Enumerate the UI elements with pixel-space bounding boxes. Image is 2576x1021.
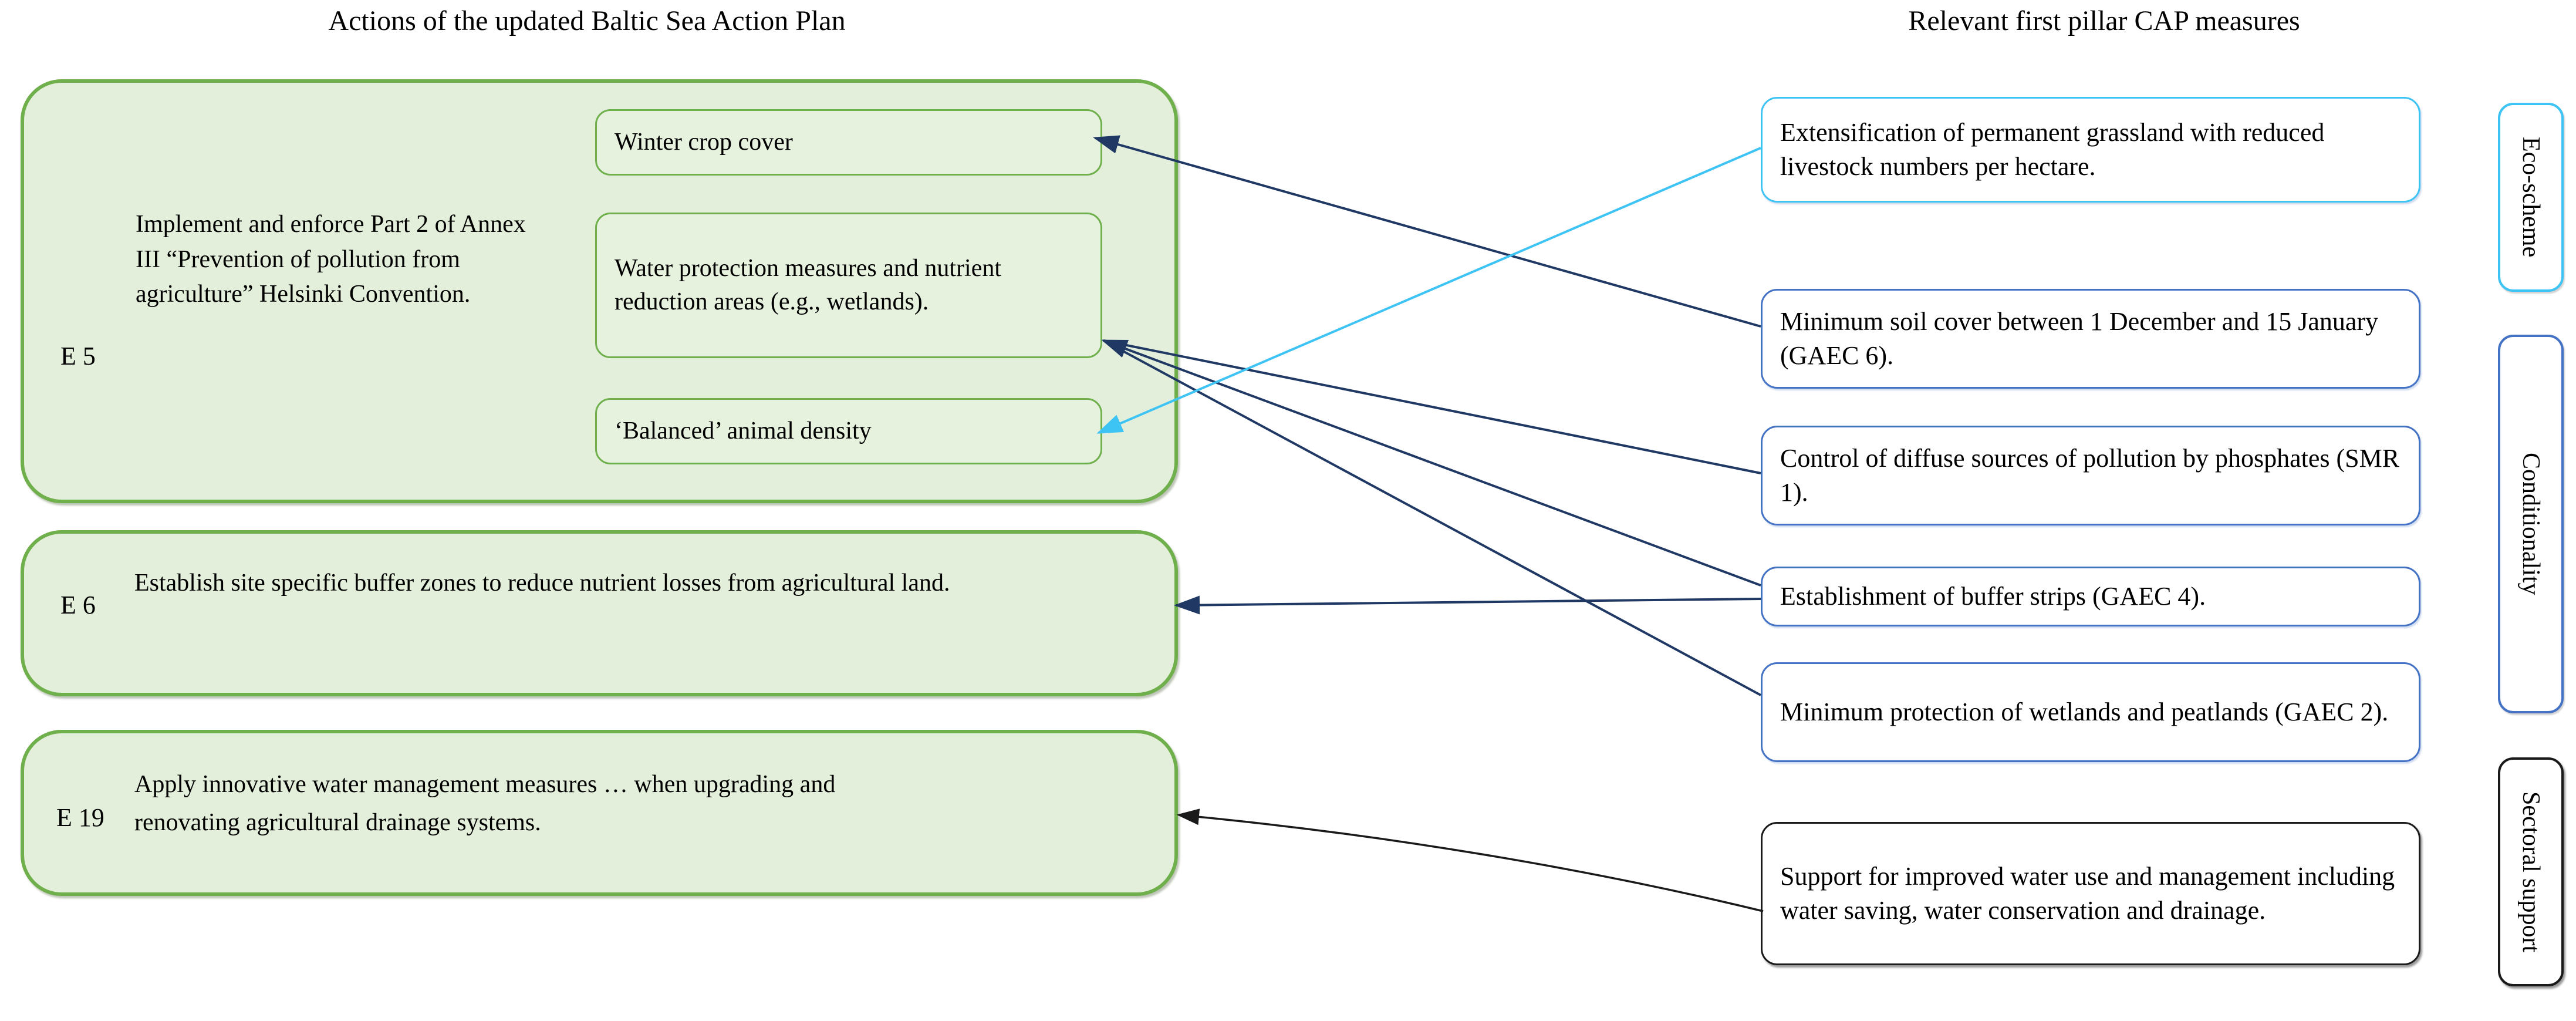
measure-minimum-soil-cover: Minimum soil cover between 1 December an… — [1761, 289, 2420, 389]
measure-control-phosphates-label: Control of diffuse sources of pollution … — [1780, 443, 2400, 507]
action-text-e6: Establish site specific buffer zones to … — [134, 570, 950, 597]
action-id-e19: E 19 — [56, 803, 104, 832]
action-text-e5: Implement and enforce Part 2 of Annex II… — [136, 211, 526, 308]
action-group-e6: E 6 Establish site specific buffer zones… — [21, 530, 1178, 696]
measure-water-use-support-label: Support for improved water use and manag… — [1780, 861, 2395, 925]
right-column-title: Relevant first pillar CAP measures — [1908, 5, 2300, 36]
measure-water-use-support: Support for improved water use and manag… — [1761, 822, 2420, 965]
measure-minimum-soil-cover-label: Minimum soil cover between 1 December an… — [1780, 306, 2379, 370]
arrow-phosphates-to-waterprotection — [1103, 339, 1761, 474]
measure-buffer-strips-label: Establishment of buffer strips (GAEC 4). — [1780, 581, 2206, 611]
category-eco-scheme-label: Eco-scheme — [2517, 137, 2544, 258]
sub-box-winter-crop-cover: Winter crop cover — [595, 109, 1102, 176]
sub-box-water-protection: Water protection measures and nutrient r… — [595, 213, 1102, 358]
category-eco-scheme: Eco-scheme — [2498, 103, 2564, 292]
arrow-wetlands-to-waterprotection — [1103, 339, 1761, 696]
sub-box-balanced-animal-density-label: ‘Balanced’ animal density — [615, 417, 872, 445]
measure-wetlands-peatlands: Minimum protection of wetlands and peatl… — [1761, 662, 2420, 762]
arrow-watersupport-to-e19 — [1176, 808, 1764, 912]
sub-box-winter-crop-cover-label: Winter crop cover — [615, 129, 793, 156]
category-sectoral-support: Sectoral support — [2498, 757, 2564, 986]
action-text-e19: Apply innovative water management measur… — [134, 771, 836, 837]
measure-extensification-grassland: Extensification of permanent grassland w… — [1761, 97, 2420, 203]
action-id-e6: E 6 — [60, 591, 96, 619]
category-conditionality: Conditionality — [2498, 335, 2564, 713]
measure-wetlands-peatlands-label: Minimum protection of wetlands and peatl… — [1780, 697, 2389, 726]
sub-box-balanced-animal-density: ‘Balanced’ animal density — [595, 398, 1102, 464]
left-column-title: Actions of the updated Baltic Sea Action… — [328, 5, 846, 36]
category-sectoral-support-label: Sectoral support — [2517, 791, 2544, 953]
arrow-extensification-to-balanced — [1096, 147, 1761, 434]
action-group-e5: E 5 Implement and enforce Part 2 of Anne… — [21, 79, 1178, 503]
measure-buffer-strips: Establishment of buffer strips (GAEC 4). — [1761, 567, 2420, 626]
arrow-bufferstrips-to-waterprotection — [1101, 339, 1761, 587]
category-conditionality-label: Conditionality — [2517, 453, 2544, 595]
action-group-e19: E 19 Apply innovative water management m… — [21, 730, 1178, 896]
arrow-soilcover-to-wintercrop — [1093, 135, 1761, 328]
measure-extensification-grassland-label: Extensification of permanent grassland w… — [1780, 117, 2325, 181]
action-id-e5: E 5 — [60, 342, 96, 370]
sub-box-water-protection-label: Water protection measures and nutrient r… — [615, 255, 1002, 315]
arrow-bufferstrips-to-e6 — [1174, 595, 1761, 615]
measure-control-phosphates: Control of diffuse sources of pollution … — [1761, 426, 2420, 525]
